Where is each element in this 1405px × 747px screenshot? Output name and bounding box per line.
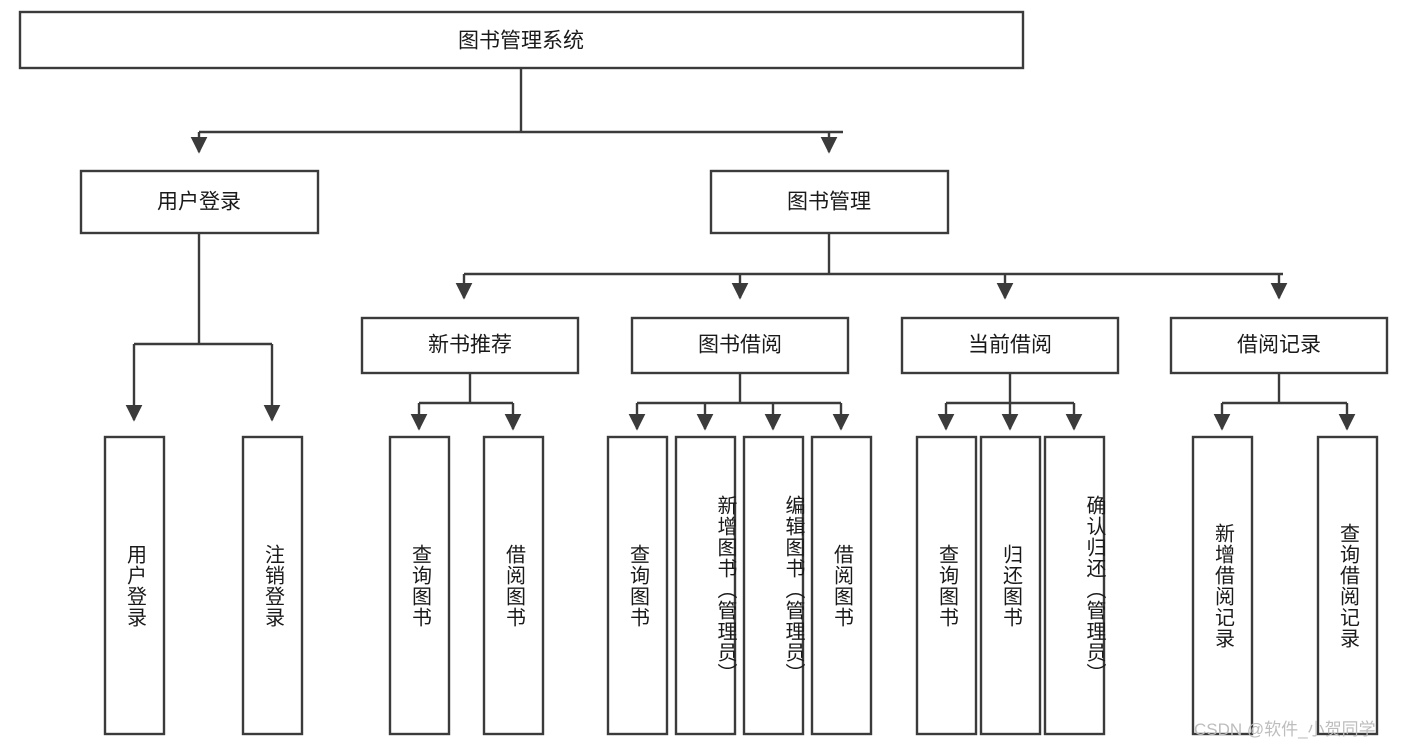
watermark: CSDN @软件_小贺同学: [1194, 720, 1376, 739]
new-book-recommend-label: 新书推荐: [428, 334, 512, 357]
leaf-box-return-book[interactable]: [979, 435, 1042, 736]
node-borrow-record[interactable]: 借阅记录: [1169, 316, 1389, 375]
connector-current-borrow-to-leaves: [937, 373, 1083, 431]
user-login-box: [79, 169, 320, 235]
root-box: [18, 10, 1025, 70]
connector-user-login-to-leaves: [125, 233, 281, 422]
leaf-boxes: [103, 435, 1379, 736]
leaf-box-logout[interactable]: [241, 435, 304, 736]
leaf-box-query-borrow-record[interactable]: [1316, 435, 1379, 736]
current-borrow-label: 当前借阅: [968, 334, 1052, 357]
leaf-box-edit-book-admin[interactable]: [742, 435, 805, 736]
leaf-box-query-book-borrow[interactable]: [606, 435, 669, 736]
root-label: 图书管理系统: [458, 30, 584, 53]
leaf-box-user-login[interactable]: [103, 435, 166, 736]
connector-borrow-record-to-leaves: [1213, 373, 1356, 431]
current-borrow-box: [900, 316, 1120, 375]
leaf-box-borrow-book[interactable]: [810, 435, 873, 736]
leaf-box-add-book-admin[interactable]: [674, 435, 737, 736]
connector-book-management-to-level3: [455, 233, 1288, 300]
connector-book-borrow-to-leaves: [628, 373, 850, 431]
book-borrow-label: 图书借阅: [698, 334, 782, 357]
connector-root-to-level2: [190, 68, 843, 154]
node-current-borrow[interactable]: 当前借阅: [900, 316, 1120, 375]
node-new-book-recommend[interactable]: 新书推荐: [360, 316, 580, 375]
node-book-management[interactable]: 图书管理: [709, 169, 950, 235]
user-login-label: 用户登录: [157, 191, 241, 214]
leaf-box-borrow-book-rec[interactable]: [482, 435, 545, 736]
leaf-box-query-book-rec[interactable]: [388, 435, 451, 736]
connector-new-book-recommend-to-leaves: [410, 373, 522, 431]
node-book-borrow[interactable]: 图书借阅: [630, 316, 850, 375]
leaf-box-add-borrow-record[interactable]: [1191, 435, 1254, 736]
node-root[interactable]: 图书管理系统: [18, 10, 1025, 70]
leaf-box-query-book-current[interactable]: [915, 435, 978, 736]
node-user-login[interactable]: 用户登录: [79, 169, 320, 235]
book-management-label: 图书管理: [787, 191, 871, 214]
leaf-box-confirm-return-admin[interactable]: [1043, 435, 1106, 736]
borrow-record-label: 借阅记录: [1237, 334, 1321, 357]
new-book-recommend-box: [360, 316, 580, 375]
